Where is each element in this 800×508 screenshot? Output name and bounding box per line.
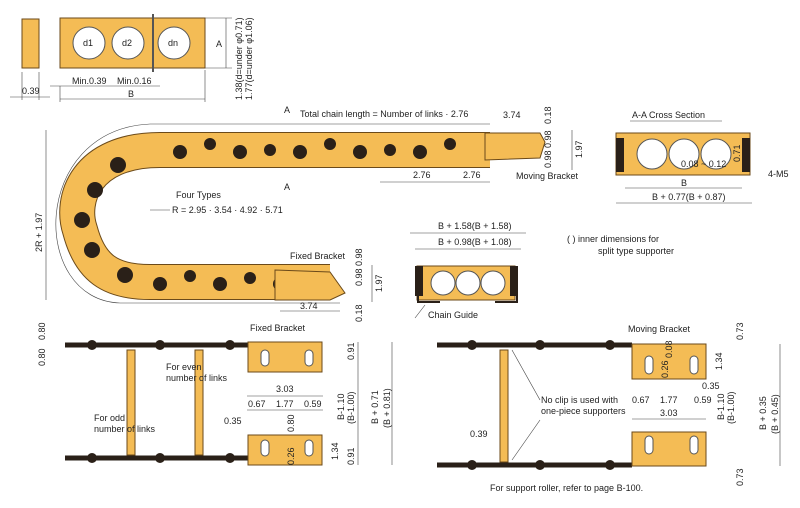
height-note-1: 1.38(d=under φ0.71): [234, 17, 244, 100]
clearance-label: 0.08 ~ 0.12: [681, 159, 726, 169]
moving-outer-2: (B + 0.45): [770, 394, 780, 434]
hole-d2: d2: [122, 38, 132, 48]
plate-height-label: 0.71: [732, 144, 742, 162]
outer-width: B + 0.77(B + 0.87): [652, 192, 726, 202]
fixed-h1: 1.34: [330, 442, 340, 460]
offset-bottom: 0.18: [354, 304, 364, 322]
fixed-slot-width: 0.35: [224, 416, 242, 426]
height-top: 1.97: [574, 140, 584, 158]
even-label-2: number of links: [166, 373, 228, 383]
moving-dim-b: 1.77: [660, 395, 678, 405]
total-height-label: 2R + 1.97: [34, 213, 44, 252]
moving-slot-offset-2: 0.26: [660, 360, 670, 378]
width-b: B: [128, 89, 134, 99]
note-line-1: ( ) inner dimensions for: [567, 234, 659, 244]
pitch-1: 2.76: [413, 170, 431, 180]
note-line-2: split type supporter: [598, 246, 674, 256]
moving-slot-width: 0.35: [702, 381, 720, 391]
footer-note: For support roller, refer to page B-100.: [490, 483, 643, 493]
moving-h1: 1.34: [714, 352, 724, 370]
moving-outer-1: B + 0.35: [758, 396, 768, 430]
guide-outer-width: B + 1.58(B + 1.58): [438, 221, 512, 231]
separator-plate: d1 d2 dn Min.0.39 Min.0.16 B A 1.38(d=un…: [50, 14, 254, 102]
half-height-top: 0.98 0.98: [543, 130, 553, 168]
moving-bracket-plan: Moving Bracket 0.73 0.73 0.08 0.26 1.34 …: [437, 322, 781, 486]
moving-slot-offset-1: 0.08: [664, 340, 674, 358]
cross-section: A-A Cross Section 0.08 ~ 0.12 0.71 4-M5 …: [615, 110, 789, 204]
moving-inner-2: (B-1.00): [726, 391, 736, 424]
bracket-length-top: 3.74: [503, 110, 521, 120]
chain-side-view: A A Total chain length = Number of links…: [34, 105, 584, 322]
moving-bracket-label: Moving Bracket: [516, 171, 579, 181]
radius-label: R = 2.95 · 3.54 · 4.92 · 5.71: [172, 205, 283, 215]
bracket-length-bottom: 3.74: [300, 301, 318, 311]
fixed-bracket-label: Fixed Bracket: [290, 251, 346, 261]
fixed-thickness-1: 0.80: [37, 322, 47, 340]
moving-length: 3.03: [660, 408, 678, 418]
moving-top-offset: 0.73: [735, 322, 745, 340]
cross-section-title: A-A Cross Section: [632, 110, 705, 120]
odd-label-2: number of links: [94, 424, 156, 434]
height-note-2: 1.77(d=under φ1.06): [244, 17, 254, 100]
offset-top: 0.18: [543, 106, 553, 124]
moving-bottom-offset: 0.73: [735, 468, 745, 486]
fixed-thickness-2: 0.80: [37, 348, 47, 366]
fixed-inner-1: B-1.10: [336, 393, 346, 420]
total-length-label: Total chain length = Number of links · 2…: [300, 109, 468, 119]
thickness-label: 0.39: [22, 86, 40, 96]
fixed-slot-height: 0.80: [286, 414, 296, 432]
hole-d1: d1: [83, 38, 93, 48]
fixed-outer-1: B + 0.71: [370, 390, 380, 424]
even-label-1: For even: [166, 362, 202, 372]
section-mark-bottom: A: [284, 182, 290, 192]
half-height-bottom: 0.98 0.98: [354, 248, 364, 286]
section-mark-top: A: [284, 105, 290, 115]
four-types-label: Four Types: [176, 190, 221, 200]
height-bottom: 1.97: [374, 274, 384, 292]
hole-dn: dn: [168, 38, 178, 48]
separator-side-view: 0.39: [10, 18, 50, 100]
fixed-plan-title: Fixed Bracket: [250, 323, 306, 333]
min-gap-2: Min.0.16: [117, 76, 152, 86]
pitch-2: 2.76: [463, 170, 481, 180]
fixed-inner-2: (B-1.00): [346, 391, 356, 424]
no-clip-1: No clip is used with: [541, 395, 618, 405]
guide-inner-width: B + 0.98(B + 1.08): [438, 237, 512, 247]
chain-guide-label: Chain Guide: [428, 310, 478, 320]
fixed-edge-bottom: 0.91: [346, 447, 356, 465]
screw-label: 4-M5: [768, 169, 789, 179]
height-a: A: [216, 39, 222, 49]
moving-dim-c: 0.59: [694, 395, 712, 405]
moving-dim-a: 0.67: [632, 395, 650, 405]
fixed-dim-a: 0.67: [248, 399, 266, 409]
fixed-edge-top: 0.91: [346, 342, 356, 360]
fixed-dim-c: 0.59: [304, 399, 322, 409]
fixed-length: 3.03: [276, 384, 294, 394]
bar-width: 0.39: [470, 429, 488, 439]
inner-width: B: [681, 178, 687, 188]
odd-label-1: For odd: [94, 413, 125, 423]
fixed-slot-offset: 0.26: [286, 447, 296, 465]
min-gap-1: Min.0.39: [72, 76, 107, 86]
moving-inner-1: B-1.10: [716, 393, 726, 420]
fixed-bracket-plan: Fixed Bracket 0.80 0.80 For even number …: [37, 322, 393, 466]
chain-guide-view: B + 1.58(B + 1.58) B + 0.98(B + 1.08) Ch…: [410, 221, 674, 320]
fixed-dim-b: 1.77: [276, 399, 294, 409]
moving-plan-title: Moving Bracket: [628, 324, 691, 334]
fixed-outer-2: (B + 0.81): [382, 388, 392, 428]
no-clip-2: one-piece supporters: [541, 406, 626, 416]
